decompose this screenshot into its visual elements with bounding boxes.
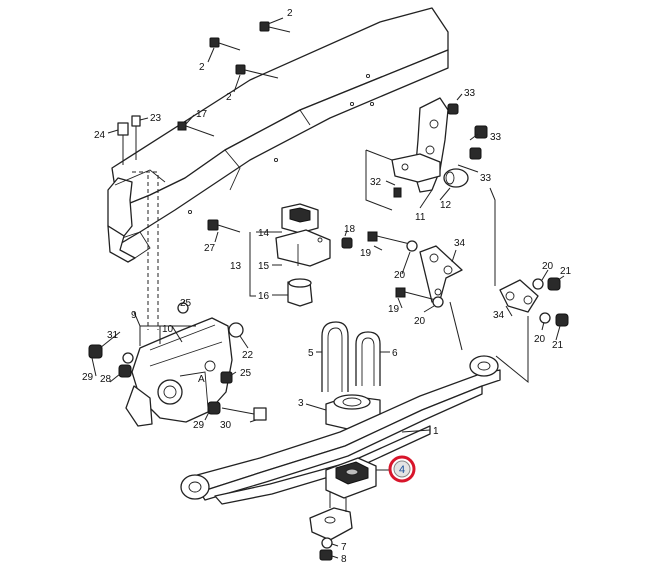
callout-label: 21 bbox=[560, 266, 572, 277]
callout-label: 33 bbox=[464, 88, 476, 99]
callout-label: 7 bbox=[341, 542, 347, 553]
callout-label: 6 bbox=[392, 348, 398, 359]
bolt-icon bbox=[209, 37, 241, 51]
bolt-icon bbox=[259, 21, 291, 33]
left-bolts bbox=[107, 114, 215, 165]
callout-label: 11 bbox=[415, 212, 426, 223]
callout-label: 2 bbox=[287, 8, 293, 19]
frame-bolts bbox=[207, 17, 291, 93]
callout-label: 20 bbox=[414, 316, 426, 327]
callout-label: 34 bbox=[454, 238, 466, 249]
spring-anchor-plate bbox=[309, 457, 390, 561]
callout-label: 9 bbox=[131, 310, 137, 321]
callout-label: 28 bbox=[100, 374, 112, 385]
callout-label: 20 bbox=[542, 261, 554, 272]
callout-label: 16 bbox=[258, 291, 270, 302]
callout-label: 22 bbox=[242, 350, 254, 361]
callout-label: 29 bbox=[82, 372, 94, 383]
callout-label: 23 bbox=[150, 113, 162, 124]
callout-label: 24 bbox=[94, 130, 106, 141]
highlighted-callout[interactable]: 4 bbox=[388, 455, 416, 483]
bolt-icon bbox=[117, 122, 129, 165]
callout-label: 25 bbox=[240, 368, 252, 379]
callout-label: 33 bbox=[490, 132, 502, 143]
u-bolts bbox=[316, 321, 390, 392]
callout-label: 32 bbox=[370, 177, 382, 188]
callout-label: 3 bbox=[298, 398, 304, 409]
bolt-icon bbox=[235, 64, 279, 79]
callout-label: 25 bbox=[180, 298, 192, 309]
bolt-icon bbox=[131, 115, 141, 160]
callout-label: 29 bbox=[193, 420, 205, 431]
callout-label: 1 bbox=[433, 426, 439, 437]
highlight-dot-icon bbox=[393, 460, 411, 478]
callout-label: 34 bbox=[493, 310, 505, 321]
rear-shackle-assembly bbox=[367, 231, 569, 341]
callout-label: 8 bbox=[341, 554, 347, 565]
callout-label: 13 bbox=[230, 261, 242, 272]
callout-label: 20 bbox=[534, 334, 546, 345]
callout-label: 10 bbox=[162, 324, 174, 335]
callout-label: 30 bbox=[220, 420, 232, 431]
highlight-label: 4 bbox=[399, 464, 405, 476]
callout-label: 19 bbox=[360, 248, 372, 259]
callout-label: 33 bbox=[480, 173, 492, 184]
jounce-bumper-assembly bbox=[249, 203, 353, 307]
bolt-27 bbox=[207, 219, 241, 243]
callout-label: 21 bbox=[552, 340, 564, 351]
front-spring-hanger bbox=[88, 299, 267, 427]
bolt-icon bbox=[177, 121, 215, 137]
callout-label: 31 bbox=[107, 330, 119, 341]
callout-label: 19 bbox=[388, 304, 400, 315]
leaf-spring bbox=[180, 301, 529, 505]
callout-label: 2 bbox=[226, 92, 232, 103]
callout-label: 20 bbox=[394, 270, 406, 281]
bolt-icon bbox=[395, 287, 437, 301]
callout-label: 12 bbox=[440, 200, 452, 211]
shackle-hanger-bracket bbox=[365, 93, 496, 286]
callout-label: 17 bbox=[196, 109, 208, 120]
callout-label: 2 bbox=[199, 62, 205, 73]
callout-label: 27 bbox=[204, 243, 216, 254]
callout-label: 14 bbox=[258, 228, 270, 239]
callout-label: 15 bbox=[258, 261, 270, 272]
callout-label: A bbox=[198, 374, 205, 385]
callout-label: 5 bbox=[308, 348, 314, 359]
callout-labels: 2 2 2 17 23 24 33 33 33 32 11 12 27 14 1… bbox=[82, 8, 572, 565]
callout-label: 18 bbox=[344, 224, 356, 235]
frame-rail bbox=[107, 7, 449, 330]
bolt-icon bbox=[221, 407, 267, 421]
bolt-icon bbox=[367, 231, 411, 245]
